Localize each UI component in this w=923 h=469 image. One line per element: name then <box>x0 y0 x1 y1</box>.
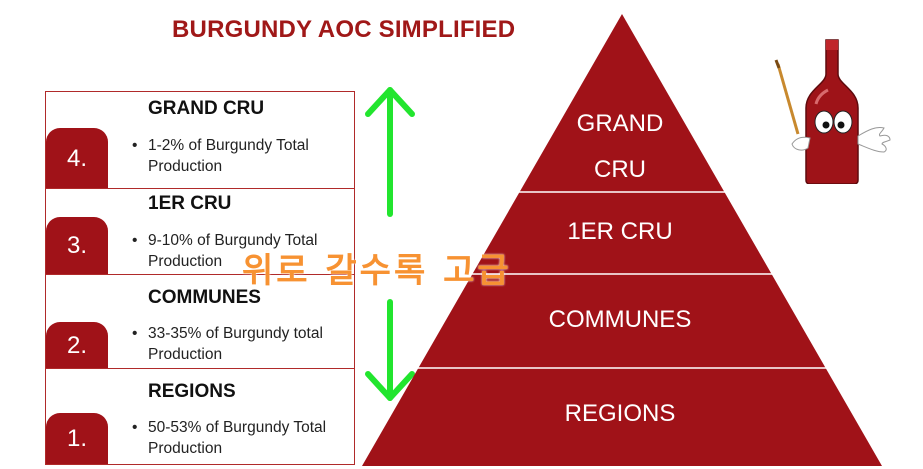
level-number-badge: 4. <box>46 128 108 189</box>
level-name: REGIONS <box>148 381 236 402</box>
double-headed-arrow-icon <box>365 87 415 401</box>
bullet-line-1: 50-53% of Burgundy Total <box>148 419 327 436</box>
pyramid-tier-grand-cru-line2: CRU <box>594 156 646 183</box>
level-name: 1ER CRU <box>148 193 232 214</box>
level-name: COMMUNES <box>148 287 261 308</box>
bullet-line-1: 9-10% of Burgundy Total <box>148 232 318 249</box>
bullet-line-2: Production <box>148 253 223 270</box>
bullet-line-1: 1-2% of Burgundy Total <box>148 137 309 154</box>
bullet-line-2: Production <box>148 158 223 175</box>
pyramid-tier-1er-cru: 1ER CRU <box>567 218 673 245</box>
pyramid-tier-communes: COMMUNES <box>548 306 692 333</box>
bullet-line-2: Production <box>148 440 223 457</box>
korean-annotation: 위로 갈수록 고급 <box>242 251 512 291</box>
bullet-line-1: 33-35% of Burgundy total <box>148 325 323 342</box>
pyramid-shape <box>362 14 882 466</box>
level-number-badge: 1. <box>46 413 108 464</box>
pyramid-tier-regions: REGIONS <box>564 400 676 427</box>
level-number-badge: 3. <box>46 217 108 275</box>
level-name: GRAND CRU <box>148 98 265 119</box>
aoc-pyramid <box>362 14 882 466</box>
wine-bottle-mascot-icon <box>774 39 891 184</box>
pyramid-tier-grand-cru-line1: GRAND <box>576 110 664 137</box>
level-number-badge: 2. <box>46 322 108 369</box>
bullet-line-2: Production <box>148 346 223 363</box>
page-title: BURGUNDY AOC SIMPLIFIED <box>172 16 516 43</box>
